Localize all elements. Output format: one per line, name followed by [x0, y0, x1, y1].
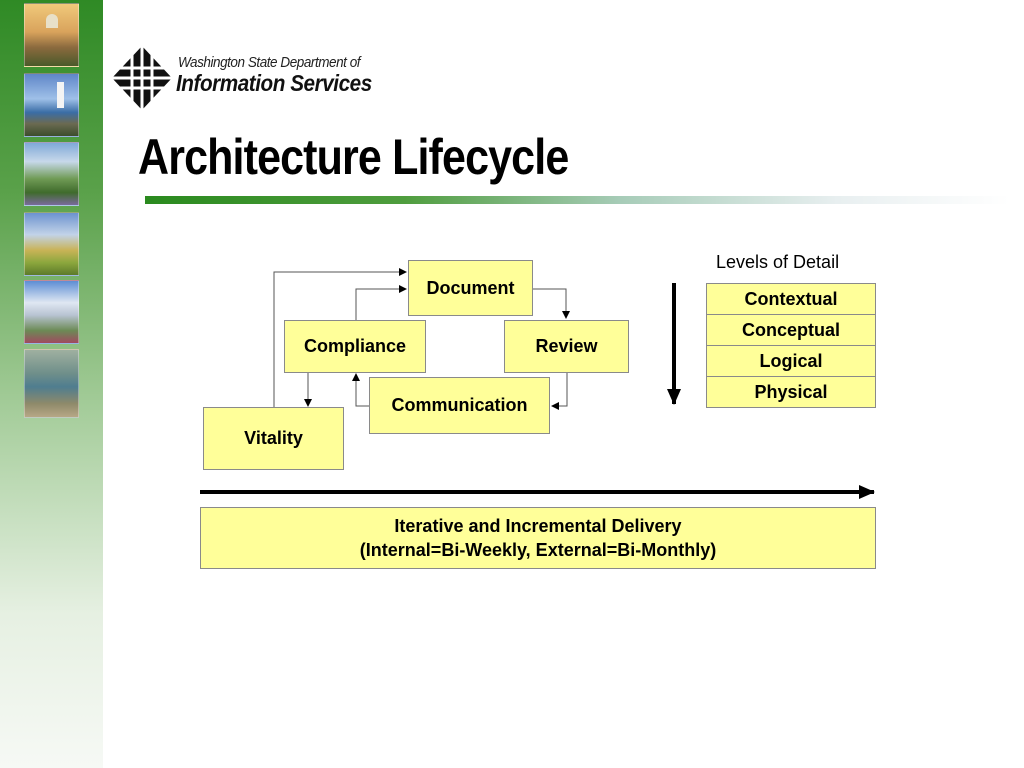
capitol-photo [24, 3, 79, 67]
levels-of-detail-table: Contextual Conceptual Logical Physical [706, 283, 876, 408]
meadow-photo [24, 142, 79, 206]
level-physical: Physical [707, 377, 875, 408]
lighthouse-photo [24, 73, 79, 137]
river-valley-photo [24, 349, 79, 418]
level-conceptual: Conceptual [707, 315, 875, 346]
delivery-line-2: (Internal=Bi-Weekly, External=Bi-Monthly… [359, 540, 717, 560]
arrow-vitality-to-document [273, 268, 407, 407]
org-name-line-2: Information Services [176, 70, 372, 96]
compliance-box: Compliance [284, 320, 426, 373]
mountain-photo [24, 280, 79, 344]
vitality-box: Vitality [203, 407, 344, 470]
delivery-box: Iterative and Incremental Delivery (Inte… [200, 507, 876, 569]
side-photo-strip [0, 0, 103, 768]
delivery-line-1: Iterative and Incremental Delivery [394, 516, 682, 536]
level-contextual: Contextual [707, 284, 875, 315]
arrow-review-to-communication [551, 372, 568, 410]
document-box: Document [408, 260, 533, 316]
review-box: Review [504, 320, 629, 373]
title-underline [145, 196, 1010, 204]
arrow-communication-to-compliance [352, 373, 370, 407]
page-title: Architecture Lifecycle [138, 129, 569, 185]
levels-of-detail-title: Levels of Detail [716, 252, 840, 272]
communication-box: Communication [369, 377, 550, 434]
level-logical: Logical [707, 346, 875, 377]
arrow-compliance-to-document [355, 285, 407, 320]
wheat-field-photo [24, 212, 79, 276]
dis-logo-icon [112, 46, 172, 110]
org-name-line-1: Washington State Department of [178, 54, 361, 71]
arrow-document-to-review [532, 288, 570, 319]
